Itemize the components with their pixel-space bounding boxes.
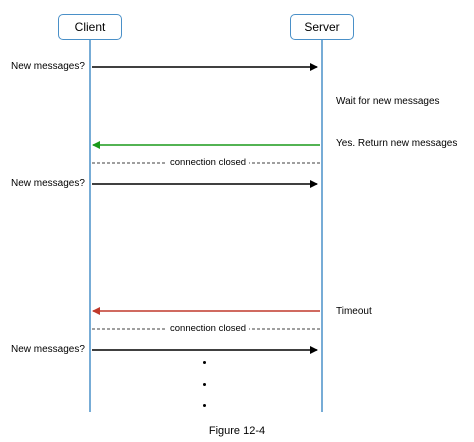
client-label: Client [74,20,106,34]
wait-note: Wait for new messages [336,96,440,107]
request-label-3: New messages? [11,344,85,355]
server-label: Server [304,20,340,34]
timeout-note: Timeout [336,306,372,317]
yes-return-note: Yes. Return new messages [336,138,458,149]
connection-closed-label-2: connection closed [167,323,250,335]
server-actor-box: Server [290,14,354,40]
client-actor-box: Client [58,14,122,40]
connection-closed-label-1: connection closed [167,157,250,169]
continuation-dot [203,404,206,407]
continuation-dot [203,361,206,364]
request-label-1: New messages? [11,61,85,72]
request-label-2: New messages? [11,178,85,189]
continuation-dot [203,383,206,386]
figure-caption: Figure 12-4 [208,425,266,437]
